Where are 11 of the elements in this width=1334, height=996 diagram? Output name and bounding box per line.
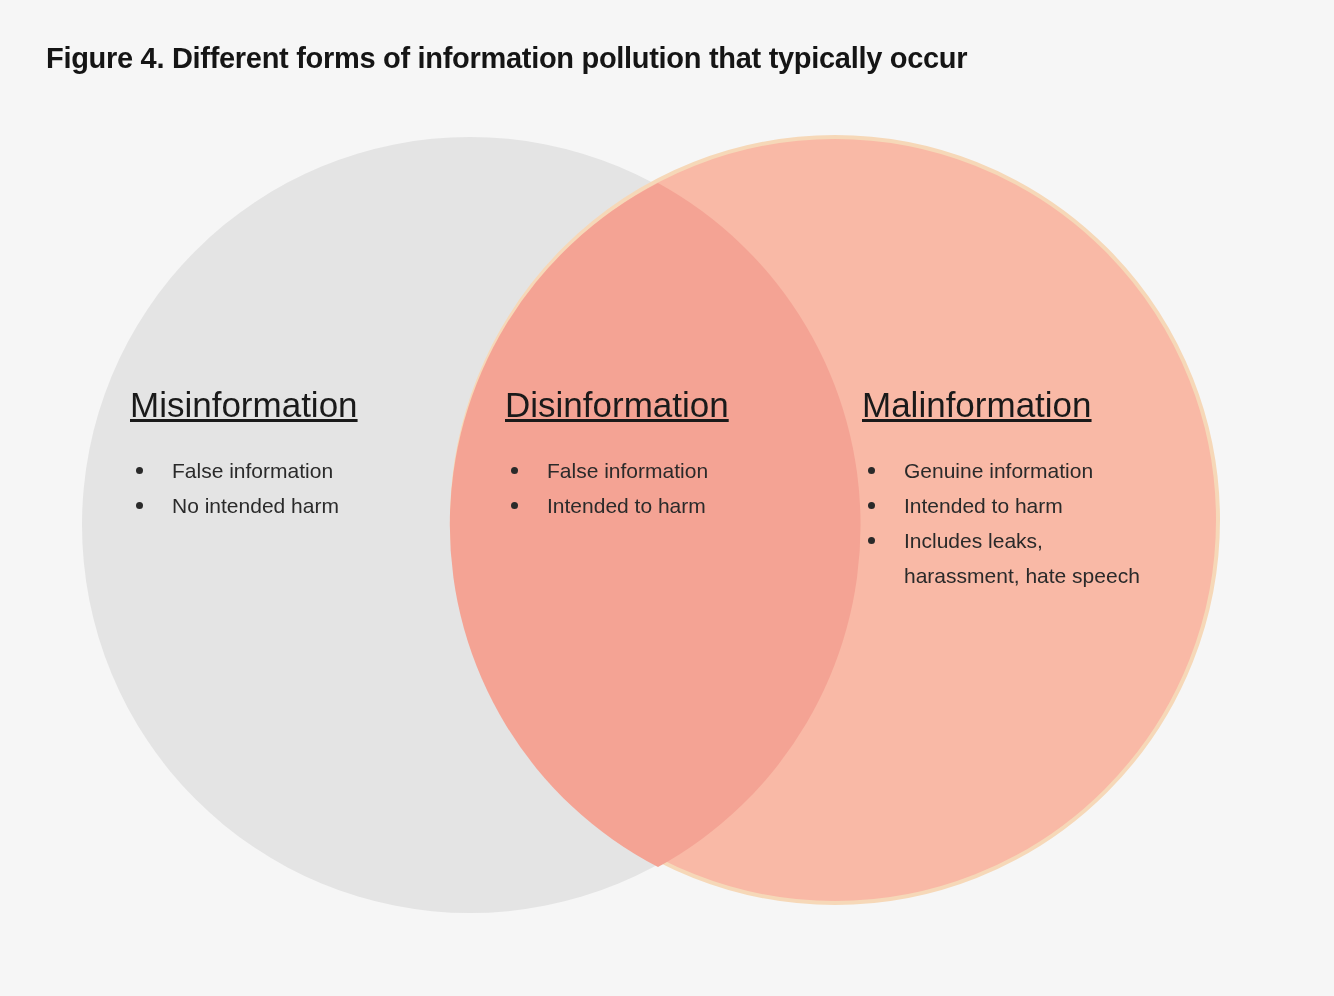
bullet-text: Intended to harm xyxy=(904,494,1063,517)
figure-title: Figure 4. Different forms of information pollution that typically occur xyxy=(46,42,968,75)
bullet-text: Genuine information xyxy=(904,459,1094,482)
set-heading: Misinformation xyxy=(130,385,358,425)
bullet-text: No intended harm xyxy=(172,494,339,517)
bullet-text: False information xyxy=(172,459,334,482)
bullet-text: Intended to harm xyxy=(547,494,706,517)
bullet-text: False information xyxy=(547,459,709,482)
set-heading: Malinformation xyxy=(862,385,1092,425)
set-heading: Disinformation xyxy=(505,385,729,425)
bullet-text: Includes leaks, harassment, hate speech xyxy=(904,529,1140,587)
